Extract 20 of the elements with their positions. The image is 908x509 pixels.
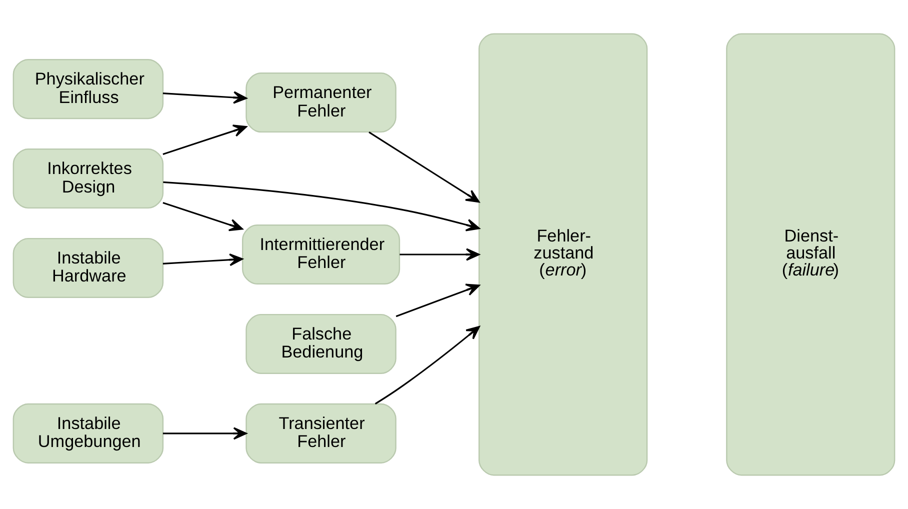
node-box: Inkorrektes Design: [12, 148, 164, 209]
arrow: [374, 326, 480, 404]
arrow: [400, 248, 480, 261]
node-box: Intermittierender Fehler: [242, 224, 400, 285]
arrow: [368, 132, 480, 203]
node-box: Physikalischer Einfluss: [12, 59, 164, 120]
node-box: Permanenter Fehler: [246, 72, 396, 133]
node-box: Transienter Fehler: [246, 403, 396, 464]
arrow: [162, 253, 243, 266]
arrow: [162, 427, 247, 440]
node-box: Dienst- ausfall (failure): [726, 33, 896, 476]
node-box: Instabile Hardware: [12, 238, 164, 298]
node-box: Falsche Bedienung: [246, 314, 396, 374]
arrow: [162, 202, 243, 232]
arrow: [163, 181, 480, 232]
arrow: [162, 124, 247, 156]
arrow: [162, 91, 247, 104]
node-box: Instabile Umgebungen: [12, 403, 164, 464]
node-box: Fehler- zustand (error): [478, 33, 648, 476]
arrow: [396, 284, 480, 318]
